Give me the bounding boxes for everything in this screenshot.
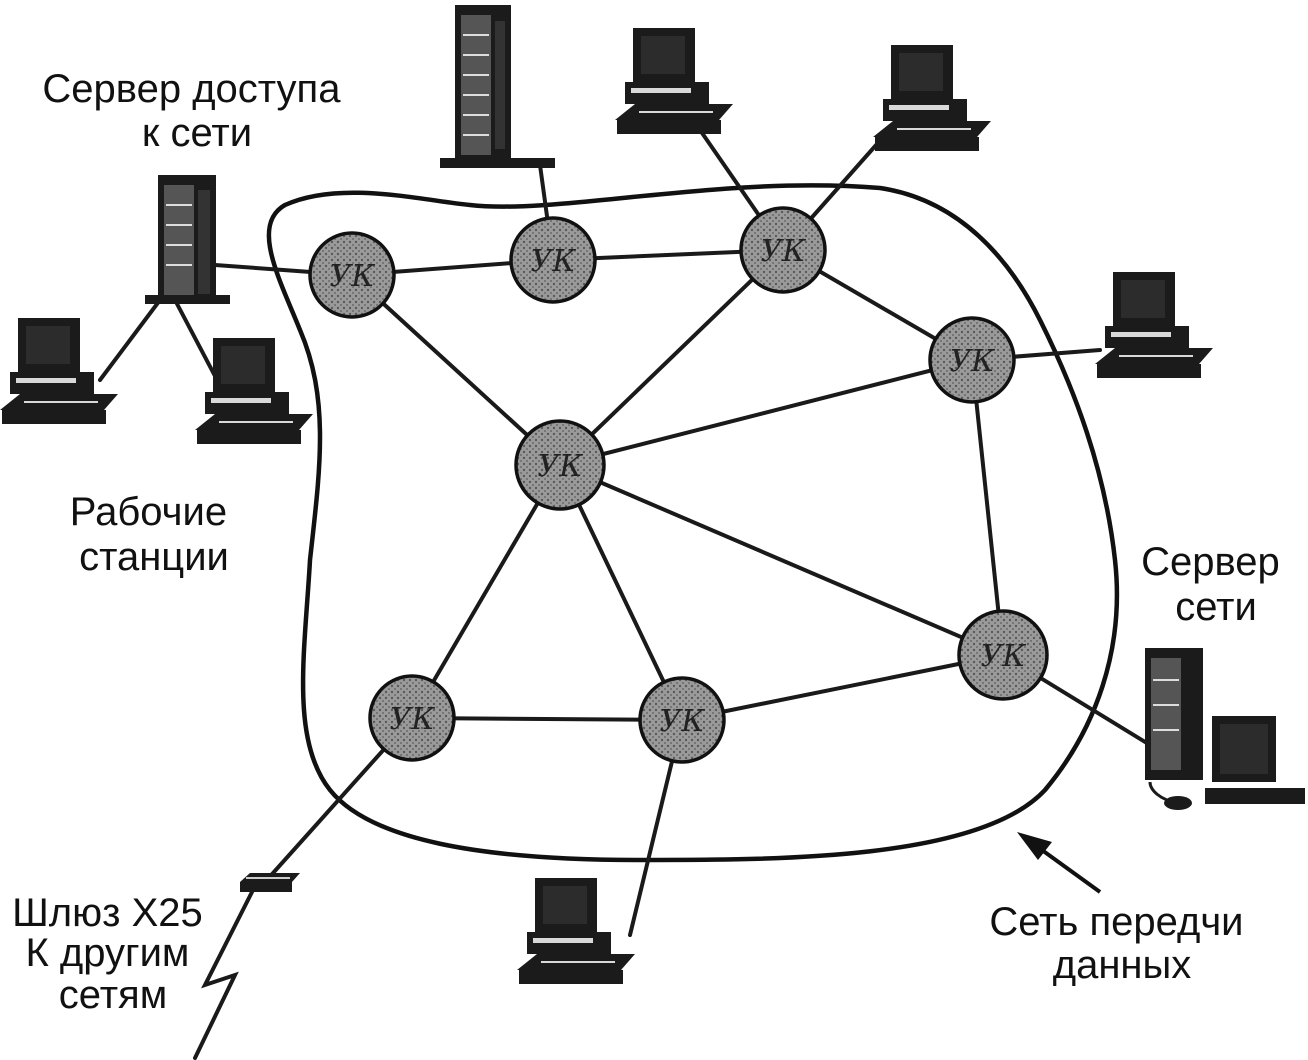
data-network-label-line2: данных [1053,943,1192,987]
node-label: УК [531,244,577,279]
node-label: УК [950,344,996,379]
computer-workstation-icon [872,44,992,152]
link-n4-n5 [970,358,1005,657]
switching-node: УК [957,609,1049,701]
access-server-label: Сервер доступа к сети [42,67,351,155]
data-network-label-line1: Сеть передчи [989,900,1243,944]
switching-node: УК [308,231,396,319]
tower-server-icon [440,4,555,168]
switching-node: УК [739,206,827,294]
link-n3-center [558,248,785,467]
node-label: УК [390,702,436,737]
arrow-icon [1017,832,1102,894]
switching-node: УК [368,674,456,762]
switching-node: УК [514,419,606,511]
gateway-label-line3: сетям [59,973,167,1017]
data-network-boundary [266,183,1120,863]
data-network-label: Сеть передчи данных [989,900,1254,987]
network-server-label-line2: сети [1175,585,1257,629]
link-n1-center [350,273,562,467]
link-access-server-ws1 [98,298,162,382]
access-server-label-line1: Сервер доступа [42,67,341,111]
computer-workstation-icon [1094,271,1214,379]
gateway-label: Шлюз X25 К другим сетям [12,891,214,1017]
link-n7-n5 [680,653,1005,722]
link-center-n4 [558,358,974,467]
workstations-label: Рабочие станции [70,490,238,579]
link-center-n7 [558,463,684,722]
link-n6-n7 [410,716,684,722]
node-label: УК [538,449,584,484]
computer-workstation-icon [516,877,636,985]
workstations-label-line1: Рабочие [70,490,227,534]
tower-server-icon [145,175,230,304]
switching-nodes: УК УК УК УК УК УК УК УК [308,206,1049,764]
network-server-label: Сервер сети [1141,540,1291,629]
switching-node: УК [928,316,1016,404]
access-server-label-line2: к сети [142,111,252,155]
computer-workstation-icon [194,337,314,445]
gateway-lightning-link [193,888,255,1060]
switching-node: УК [638,676,726,764]
switching-node: УК [509,216,597,304]
node-label: УК [761,234,807,269]
node-label: УК [330,259,376,294]
gateway-label-line1: Шлюз X25 [12,891,203,935]
link-center-n5 [558,463,1005,657]
network-server-label-line1: Сервер [1141,540,1280,584]
node-label: УК [981,639,1027,674]
computer-workstation-icon [614,27,734,135]
gateway-modem-icon [240,873,300,892]
node-label: УК [660,704,706,739]
gateway-label-line2: К другим [25,931,189,975]
workstations-label-line2: станции [79,535,229,579]
tower-server-icon [1145,648,1305,810]
computer-workstation-icon [0,317,119,425]
link-center-n6 [410,463,562,720]
internal-links [350,248,1005,722]
